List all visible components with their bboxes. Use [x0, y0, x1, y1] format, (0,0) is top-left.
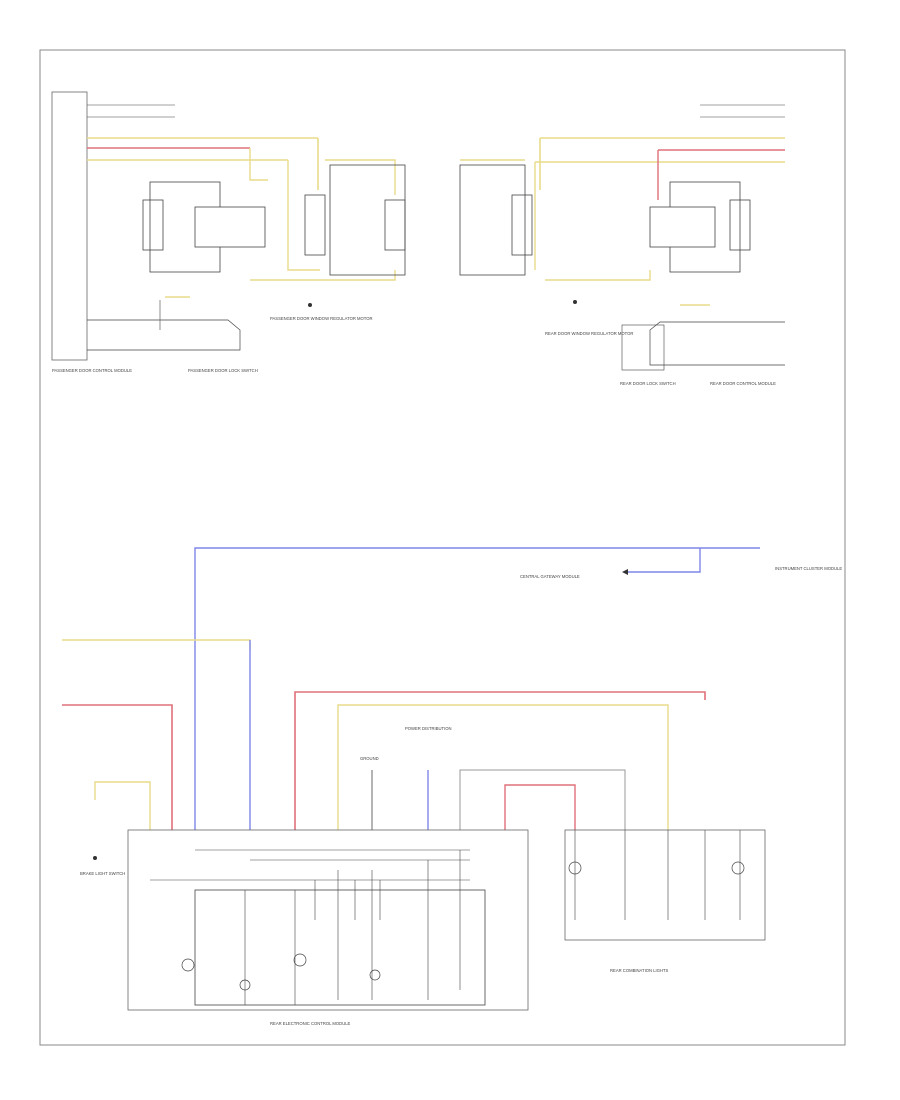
tr-connector-caption: REAR DOOR CONTROL MODULE — [710, 381, 776, 386]
yellow-wire-tl-6 — [325, 159, 396, 195]
lamp-1 — [181, 958, 195, 972]
red-feed-left — [62, 704, 173, 830]
tl-motor-box-1 — [304, 194, 326, 256]
main-module-inner — [194, 889, 486, 1006]
top-left-wire-stubs — [87, 104, 175, 118]
tr-module-inner — [649, 206, 716, 248]
red-feed-right — [294, 691, 706, 830]
tr-connector-box — [729, 199, 751, 251]
tl-motor-box-2 — [329, 164, 406, 276]
ground-caption: GROUND — [360, 756, 379, 761]
page-border — [39, 49, 846, 1046]
main-module-caption: REAR ELECTRONIC CONTROL MODULE — [270, 1021, 351, 1026]
yellow-feed-left — [94, 781, 151, 830]
yellow-feed-top — [62, 639, 251, 650]
blue-wire-long — [194, 547, 760, 830]
tr-switch-wire — [649, 321, 785, 366]
yellow-wire-tr-6 — [545, 270, 651, 281]
tl-connector-caption: PASSENGER DOOR CONTROL MODULE — [52, 368, 132, 373]
tr-motor-box-1 — [459, 164, 526, 276]
tl-motor-box-3 — [384, 199, 406, 251]
top-right-section: REAR DOOR WINDOW REGULATOR MOTOR REAR DO… — [459, 104, 785, 386]
right-caption: INSTRUMENT CLUSTER MODULE — [775, 566, 842, 571]
tr-switch-caption: REAR DOOR LOCK SWITCH — [620, 381, 676, 386]
middle-section: CENTRAL GATEWAY MODULE INSTRUMENT CLUSTE… — [194, 547, 842, 830]
yellow-wire-tl-5 — [287, 160, 320, 271]
blue-wire-arrow — [622, 569, 628, 575]
lamp-3 — [239, 979, 251, 991]
mid-caption: CENTRAL GATEWAY MODULE — [520, 574, 580, 579]
main-module-box — [127, 829, 529, 1011]
lamp-6 — [731, 861, 745, 875]
right-module-caption: REAR COMBINATION LIGHTS — [610, 968, 669, 973]
ground-icon — [93, 856, 97, 860]
tl-ground-symbol — [308, 303, 312, 307]
tl-module-inner — [194, 206, 266, 248]
power-caption: POWER DISTRIBUTION — [405, 726, 452, 731]
brake-switch-caption: BRAKE LIGHT SWITCH — [80, 871, 125, 876]
tl-switch-caption: PASSENGER DOOR LOCK SWITCH — [188, 368, 258, 373]
blue-wire-branch — [625, 548, 701, 573]
yellow-wire-tl-7 — [250, 270, 396, 281]
top-left-section: PASSENGER DOOR CONTROL MODULE PASSENGER … — [51, 91, 406, 373]
tr-module-caption: REAR DOOR WINDOW REGULATOR MOTOR — [545, 331, 633, 336]
tl-connector-box — [142, 199, 164, 251]
main-module-wiring — [150, 849, 470, 1005]
yellow-wire-tl-4 — [249, 148, 268, 181]
lamp-4 — [369, 969, 381, 981]
tr-ground-symbol — [573, 300, 577, 304]
tl-module-caption: PASSENGER DOOR WINDOW REGULATOR MOTOR — [270, 316, 373, 321]
left-connector-strip — [51, 91, 88, 361]
tl-switch-wire — [87, 319, 241, 351]
tr-switch-frame — [621, 324, 665, 371]
red-feed-short — [504, 784, 576, 830]
right-module-wiring — [574, 830, 741, 920]
tr-motor-box-2 — [511, 194, 533, 256]
gray-feed — [459, 769, 626, 830]
bottom-section: BRAKE LIGHT SWITCH GROUND POWER DISTRIBU… — [62, 639, 766, 1026]
yellow-feed-mid — [337, 704, 669, 830]
lamp-2 — [293, 953, 307, 967]
top-right-wire-stubs — [700, 104, 785, 118]
right-module-box — [564, 829, 766, 941]
